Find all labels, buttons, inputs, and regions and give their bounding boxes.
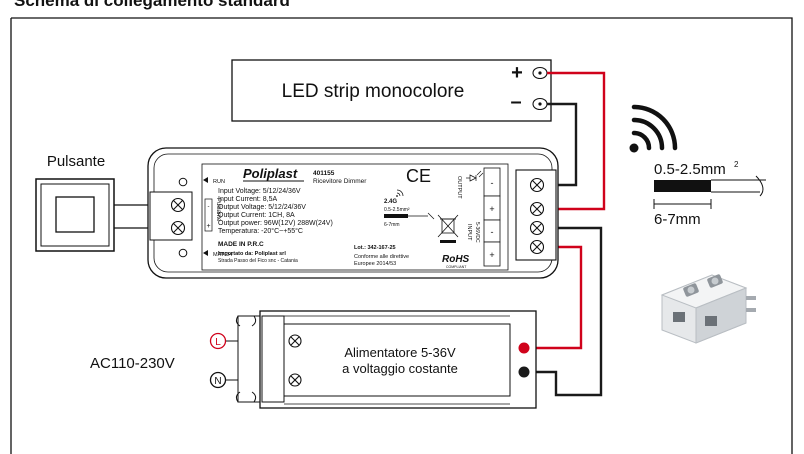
input-plus-sign: + <box>489 250 494 260</box>
wire-cut-mark <box>755 175 764 197</box>
line-terminal-marker <box>209 332 227 350</box>
lot-number: Lot.: 342-167-25 <box>354 245 396 251</box>
match-arrow-icon <box>203 250 208 256</box>
psu-screw-line <box>288 334 302 348</box>
button-terminal-block <box>149 191 193 241</box>
power-supply: Alimentatore 5-36V a voltaggio costante <box>235 310 537 409</box>
product-name: Ricevitore Dimmer <box>313 178 367 185</box>
pushbutton-label: Pulsante <box>47 153 105 170</box>
psu-screw-neutral <box>288 373 302 387</box>
output-screw-minus <box>529 177 545 193</box>
ac-voltage-label: AC110-230V <box>90 355 175 372</box>
made-in: MADE IN P.R.C <box>218 241 264 248</box>
wire-core <box>711 179 766 193</box>
importer: Importato da: Poliplast srl <box>218 251 286 257</box>
led-strip-box <box>231 59 552 122</box>
match-indicator <box>178 248 188 258</box>
led-minus-pad-dot <box>538 102 542 106</box>
input-label: INPUT <box>466 224 472 241</box>
input-screw-minus <box>529 220 545 236</box>
wire-input-positive <box>527 245 583 350</box>
diagram-title: Schema di collegamento standard <box>14 0 290 10</box>
led-strip-label: LED strip monocolore <box>282 81 465 102</box>
led-plus-pad-dot <box>538 71 542 75</box>
psu-cable-clip-top <box>235 315 257 327</box>
mini-wire-cut <box>427 212 435 220</box>
match-label: MATCH <box>213 252 232 258</box>
rf-signal-icon <box>396 189 404 197</box>
psu-label-panel <box>283 323 511 397</box>
psu-output-positive <box>518 342 530 354</box>
psu-terminal-block <box>261 315 285 403</box>
psu-label-1: Alimentatore 5-36V <box>344 345 456 360</box>
psu-label-2: a voltaggio costante <box>342 361 458 376</box>
wifi-signal-icon <box>629 104 678 153</box>
wire-gauge: 0.5-2.5mm <box>654 161 726 178</box>
wire-insulation <box>654 180 711 192</box>
button-screw-1 <box>170 197 186 213</box>
wire-led-negative <box>547 102 578 187</box>
wire-input-negative <box>527 226 603 397</box>
wire-led-positive <box>547 71 606 211</box>
output-plus-sign: + <box>489 204 494 214</box>
led-strip-plus: + <box>511 62 523 84</box>
neutral-terminal-marker <box>209 371 227 389</box>
mini-wire-gauge: 0.5-2.5mm² <box>384 207 410 213</box>
output-minus-sign: - <box>491 178 494 188</box>
model-number: 401155 <box>313 170 335 177</box>
rohs-sub: COMPLIANT <box>446 265 467 269</box>
run-arrow-icon <box>203 177 208 183</box>
output-label: OUTPUT <box>456 176 462 199</box>
neutral-label: N <box>214 376 221 387</box>
spec-line-2: Input Current: 8,5A <box>218 196 277 203</box>
importer-address: Strada Passo del Fico snc - Catania <box>218 258 298 264</box>
wire-spec: 0.5-2.5mm 2 6-7mm <box>653 160 766 228</box>
led-strip: LED strip monocolore + – <box>231 59 552 122</box>
led-strip-minus: – <box>510 91 521 113</box>
wires <box>113 71 606 397</box>
rf-label: 2.4G <box>384 199 397 205</box>
crossed-bin-icon <box>437 214 459 243</box>
input-voltage: 5-36VDC <box>474 222 480 243</box>
receiver-label-panel <box>201 163 509 271</box>
frame-top-right <box>11 17 793 454</box>
rohs-mark: RoHS <box>442 254 470 265</box>
button-port-bracket <box>204 198 213 232</box>
pushbutton: Pulsante <box>35 153 115 252</box>
psu-bracket-left <box>237 315 261 403</box>
mini-wire-insulation <box>384 214 408 218</box>
psu-output-negative <box>518 366 530 378</box>
wire-strip-length: 6-7mm <box>654 211 701 228</box>
input-screw-plus <box>529 239 545 255</box>
spec-line-5: Output power: 96W(12V) 288W(24V) <box>218 220 333 227</box>
spec-line-3: Output Voltage: 5/12/24/36V <box>218 204 306 211</box>
run-label: RUN <box>213 179 225 185</box>
conformity-1: Conforme alle direttive <box>354 254 409 260</box>
button-port-plus: + <box>206 223 210 230</box>
output-screw-plus <box>529 201 545 217</box>
wire-gauge-sup: 2 <box>734 160 739 169</box>
button-screw-2 <box>170 220 186 236</box>
input-minus-sign: - <box>491 227 494 237</box>
spec-line-4: Output Current: 1CH, 8A <box>218 212 295 219</box>
pushbutton-bezel <box>40 183 110 247</box>
pushbutton-key <box>55 196 95 233</box>
button-port-minus: - <box>208 204 210 210</box>
spec-line-6: Temperatura: -20°C~+55°C <box>218 227 303 235</box>
input-plus-box <box>483 241 501 267</box>
brand-logo: Poliplast <box>243 166 298 181</box>
ce-mark: CE <box>406 166 431 186</box>
run-indicator <box>178 177 188 187</box>
psu-cable-clip-bottom <box>235 391 257 403</box>
terminal-block-icon <box>660 274 756 344</box>
conformity-2: Europee 2014/53 <box>354 261 396 267</box>
line-label: L <box>215 337 221 348</box>
led-diode-icon <box>466 170 484 182</box>
mini-wire-strip: 6-7mm <box>384 222 400 228</box>
button-port-label: Pulsante <box>215 198 221 222</box>
spec-line-1: Input Voltage: 5/12/24/36V <box>218 188 301 195</box>
receiver-dimmer: RUN MATCH - + Pulsante Poliplast 401155 … <box>147 147 559 279</box>
